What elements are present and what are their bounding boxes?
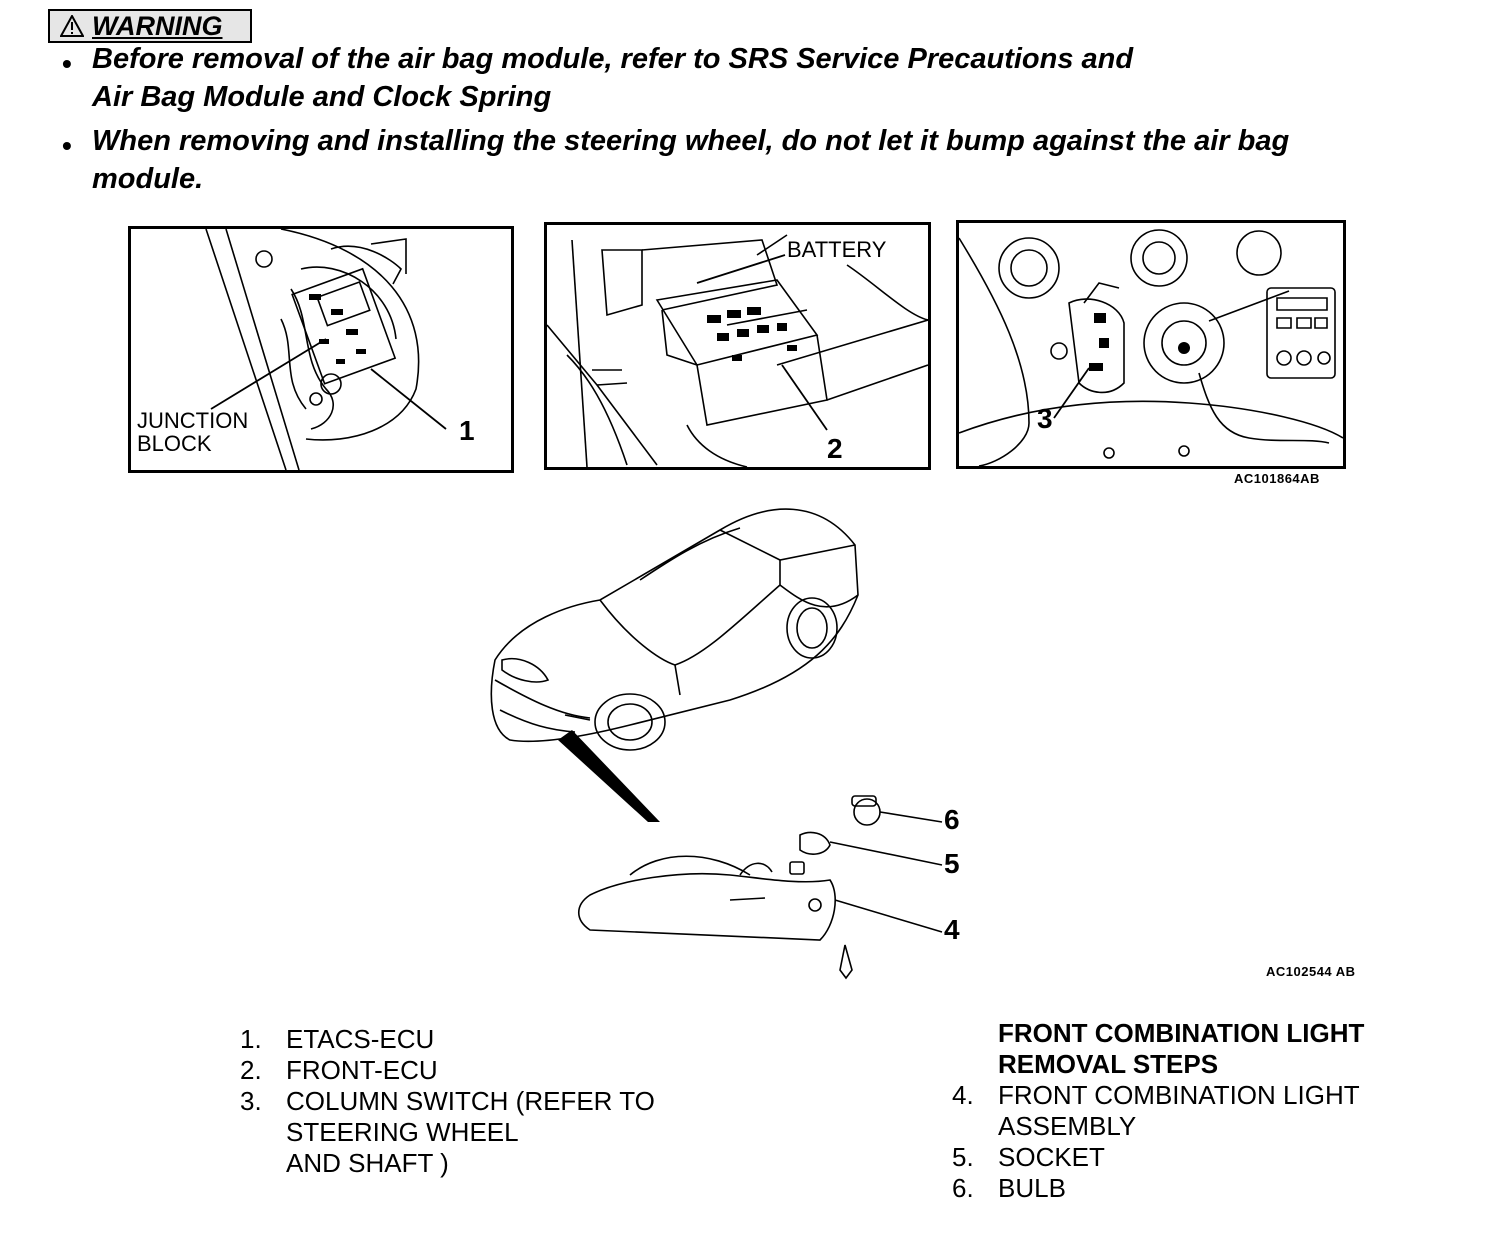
warning-bullet-2-line-2: module. bbox=[92, 163, 204, 195]
warning-bullet-1-line-1: Before removal of the air bag module, re… bbox=[92, 43, 1134, 75]
callout-5: 5 bbox=[944, 848, 960, 879]
legend-item-6-text: BULB bbox=[998, 1173, 1066, 1203]
callout-2: 2 bbox=[827, 433, 843, 464]
legend-item-1: 1. ETACS-ECU bbox=[240, 1024, 655, 1055]
car-drawing bbox=[480, 500, 1000, 980]
legend-item-3-line-1: COLUMN SWITCH (REFER TO bbox=[286, 1086, 655, 1116]
removal-steps-heading-1: FRONT COMBINATION LIGHT bbox=[998, 1018, 1365, 1048]
legend-item-5-text: SOCKET bbox=[998, 1142, 1105, 1172]
callout-3: 3 bbox=[1037, 403, 1053, 434]
bullet-dot-1: • bbox=[62, 48, 72, 79]
legend-item-3-num: 3. bbox=[240, 1086, 262, 1116]
legend-item-6: 6. BULB bbox=[952, 1173, 1364, 1204]
legend-item-5-num: 5. bbox=[952, 1142, 974, 1172]
column-switch-drawing bbox=[959, 223, 1343, 466]
battery-label: BATTERY bbox=[787, 237, 887, 262]
legend-item-4-line-1: FRONT COMBINATION LIGHT bbox=[998, 1080, 1360, 1110]
legend-item-3: 3. COLUMN SWITCH (REFER TO STEERING WHEE… bbox=[240, 1086, 655, 1179]
legend-item-5: 5. SOCKET bbox=[952, 1142, 1364, 1173]
warning-badge: WARNING bbox=[48, 9, 252, 43]
figure-code-bottom: AC102544 AB bbox=[1266, 964, 1356, 979]
legend-item-3-line-2: STEERING WHEEL bbox=[286, 1117, 519, 1147]
legend-right: FRONT COMBINATION LIGHT REMOVAL STEPS 4.… bbox=[952, 1018, 1364, 1204]
warning-triangle-icon bbox=[60, 15, 84, 37]
legend-left: 1. ETACS-ECU 2. FRONT-ECU 3. COLUMN SWIT… bbox=[240, 1024, 655, 1179]
legend-item-1-text: ETACS-ECU bbox=[286, 1024, 435, 1054]
junction-block-drawing bbox=[131, 229, 511, 470]
legend-item-2-text: FRONT-ECU bbox=[286, 1055, 438, 1085]
removal-steps-heading-2: REMOVAL STEPS bbox=[998, 1049, 1219, 1079]
warning-label: WARNING bbox=[92, 10, 223, 41]
callout-1: 1 bbox=[459, 415, 475, 446]
legend-item-4-num: 4. bbox=[952, 1080, 974, 1110]
warning-bullet-2-line-1: When removing and installing the steerin… bbox=[92, 125, 1290, 157]
junction-block-label: JUNCTION BLOCK bbox=[137, 409, 248, 455]
junction-label-line-1: JUNCTION bbox=[137, 408, 249, 433]
bullet-dot-2: • bbox=[62, 130, 72, 161]
column-switch-figure: 3 bbox=[956, 220, 1346, 469]
front-ecu-drawing bbox=[547, 225, 928, 467]
figure-code-top: AC101864AB bbox=[1234, 471, 1320, 486]
legend-item-2-num: 2. bbox=[240, 1055, 262, 1085]
callout-4: 4 bbox=[944, 914, 960, 945]
front-ecu-figure: BATTERY 2 bbox=[544, 222, 931, 470]
legend-item-6-num: 6. bbox=[952, 1173, 974, 1203]
legend-item-3-line-3: AND SHAFT ) bbox=[286, 1148, 449, 1178]
junction-block-figure: JUNCTION BLOCK 1 bbox=[128, 226, 514, 473]
legend-item-4: 4. FRONT COMBINATION LIGHT ASSEMBLY bbox=[952, 1080, 1364, 1142]
warning-bullet-1-line-2: Air Bag Module and Clock Spring bbox=[92, 81, 552, 113]
junction-label-line-2: BLOCK bbox=[137, 431, 212, 456]
legend-item-2: 2. FRONT-ECU bbox=[240, 1055, 655, 1086]
legend-item-4-line-2: ASSEMBLY bbox=[998, 1111, 1137, 1141]
legend-item-1-num: 1. bbox=[240, 1024, 262, 1054]
callout-6: 6 bbox=[944, 804, 960, 835]
